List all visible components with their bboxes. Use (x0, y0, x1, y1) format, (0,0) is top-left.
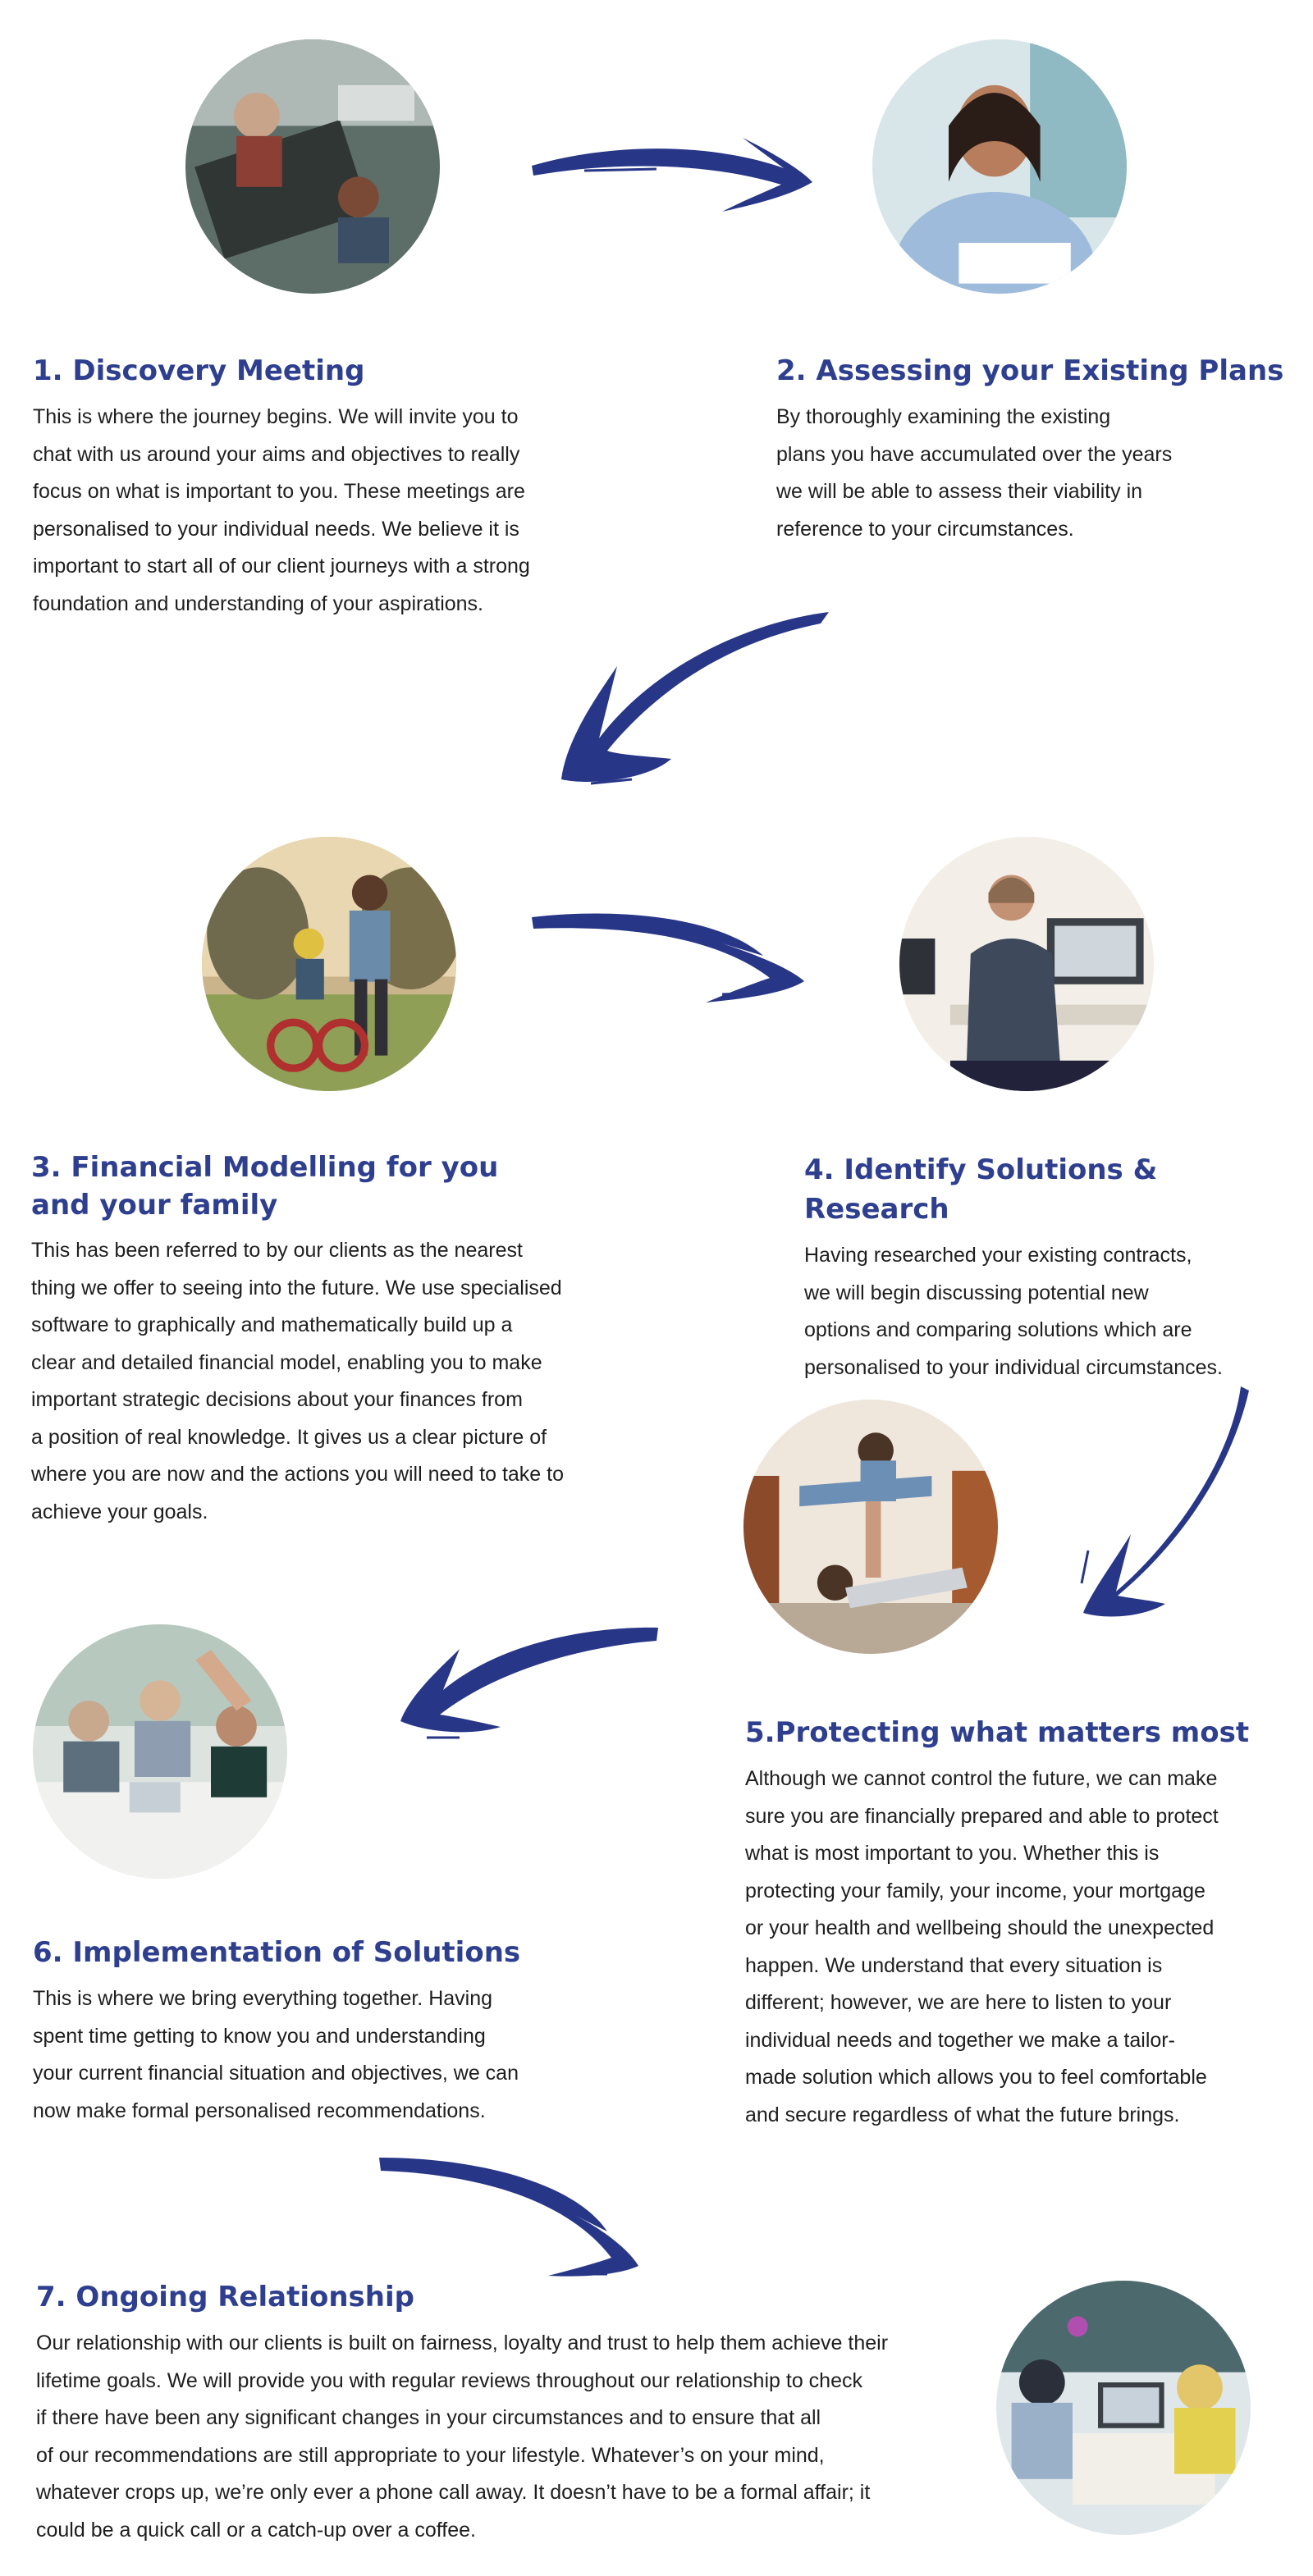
body-line: plans you have accumulated over the year… (776, 442, 1173, 466)
body-line: lifetime goals. We will provide you with… (36, 2368, 862, 2392)
body-line: could be a quick call or a catch-up over… (36, 2518, 476, 2542)
body-line: made solution which allows you to feel c… (745, 2066, 1207, 2089)
body-line: where you are now and the actions you wi… (31, 1463, 565, 1486)
body-line: important to start all of our client jou… (33, 555, 530, 578)
body-line: software to graphically and mathematical… (31, 1313, 513, 1336)
body-line: and secure regardless of what the future… (745, 2103, 1180, 2126)
body-line: thing we offer to seeing into the future… (31, 1276, 562, 1299)
body-line: By thoroughly examining the existing (776, 405, 1111, 428)
body-line: focus on what is important to you. These… (33, 480, 525, 503)
step-6-body: This is where we bring everything togeth… (33, 1980, 640, 2130)
body-line: if there have been any significant chang… (36, 2406, 821, 2429)
step-7: 7. Ongoing Relationship Our relationship… (36, 2277, 988, 2549)
step-4-title: 4. Identify Solutions & Research (804, 1153, 1158, 1226)
step-7-body: Our relationship with our clients is bui… (36, 2325, 988, 2549)
body-line: happen. We understand that every situati… (745, 1953, 1163, 1977)
body-line: different; however, we are here to liste… (745, 1991, 1172, 2014)
step-3-body: This has been referred to by our clients… (31, 1232, 638, 1531)
body-line: a position of real knowledge. It gives u… (31, 1425, 547, 1449)
body-line: or your health and wellbeing should the … (745, 1916, 1215, 1939)
body-line: Our relationship with our clients is bui… (36, 2332, 889, 2354)
body-line: we will begin discussing potential new (804, 1281, 1149, 1304)
step-3: 3. Financial Modelling for you and your … (31, 1149, 638, 1531)
body-line: Although we cannot control the future, w… (745, 1767, 1218, 1790)
body-line: spent time getting to know you and under… (33, 2024, 486, 2048)
step-3-title: 3. Financial Modelling for you and your … (31, 1149, 638, 1224)
body-line: This has been referred to by our clients… (31, 1239, 523, 1262)
step-4: 4. Identify Solutions & Research Having … (804, 1150, 1305, 1386)
step-4-body: Having researched your existing contract… (804, 1237, 1305, 1386)
body-line: protecting your family, your income, you… (745, 1879, 1205, 1902)
body-line: your current financial situation and obj… (33, 2062, 519, 2085)
body-line: what is most important to you. Whether t… (745, 1842, 1160, 1865)
body-line: This is where we bring everything togeth… (33, 1987, 493, 2010)
body-line: Having researched your existing contract… (804, 1244, 1192, 1267)
body-line: personalised to your individual circumst… (804, 1355, 1223, 1379)
body-line: This is where the journey begins. We wil… (33, 405, 519, 428)
body-line: important strategic decisions about your… (31, 1388, 523, 1411)
body-line: we will be able to assess their viabilit… (776, 480, 1143, 503)
step-2-title: 2. Assessing your Existing Plans (776, 354, 1284, 387)
body-line: sure you are financially prepared and ab… (745, 1804, 1219, 1828)
step-1: 1. Discovery Meeting This is where the j… (33, 351, 640, 623)
step-2-body: By thoroughly examining the existing plan… (776, 399, 1302, 548)
body-line: foundation and understanding of your asp… (33, 591, 483, 615)
step-3-title-line-2: and your family (31, 1189, 278, 1222)
step-1-title: 1. Discovery Meeting (33, 354, 365, 387)
body-line: achieve your goals. (31, 1500, 208, 1523)
step-7-title: 7. Ongoing Relationship (36, 2281, 414, 2313)
body-line: personalised to your individual needs. W… (33, 517, 519, 541)
body-line: now make formal personalised recommendat… (33, 2099, 486, 2122)
step-6: 6. Implementation of Solutions This is w… (33, 1933, 640, 2130)
step-5-body: Although we cannot control the future, w… (745, 1761, 1303, 2134)
body-line: reference to your circumstances. (776, 517, 1074, 541)
body-line: options and comparing solutions which ar… (804, 1318, 1192, 1341)
smiling-woman-photo (872, 39, 1127, 294)
body-line: individual needs and together we make a … (745, 2028, 1175, 2052)
step-5-title: 5.Protecting what matters most (745, 1716, 1250, 1749)
body-line: clear and detailed financial model, enab… (31, 1350, 542, 1374)
body-line: whatever crops up, we’re only ever a pho… (36, 2481, 871, 2504)
step-6-title: 6. Implementation of Solutions (33, 1936, 521, 1969)
step-3-title-line-1: 3. Financial Modelling for you (31, 1151, 499, 1184)
step-2: 2. Assessing your Existing Plans By thor… (776, 351, 1302, 548)
step-1-body: This is where the journey begins. We wil… (33, 399, 640, 623)
body-line: of our recommendations are still appropr… (36, 2443, 825, 2467)
step-5: 5.Protecting what matters most Although … (745, 1713, 1303, 2134)
body-line: chat with us around your aims and object… (33, 442, 520, 466)
